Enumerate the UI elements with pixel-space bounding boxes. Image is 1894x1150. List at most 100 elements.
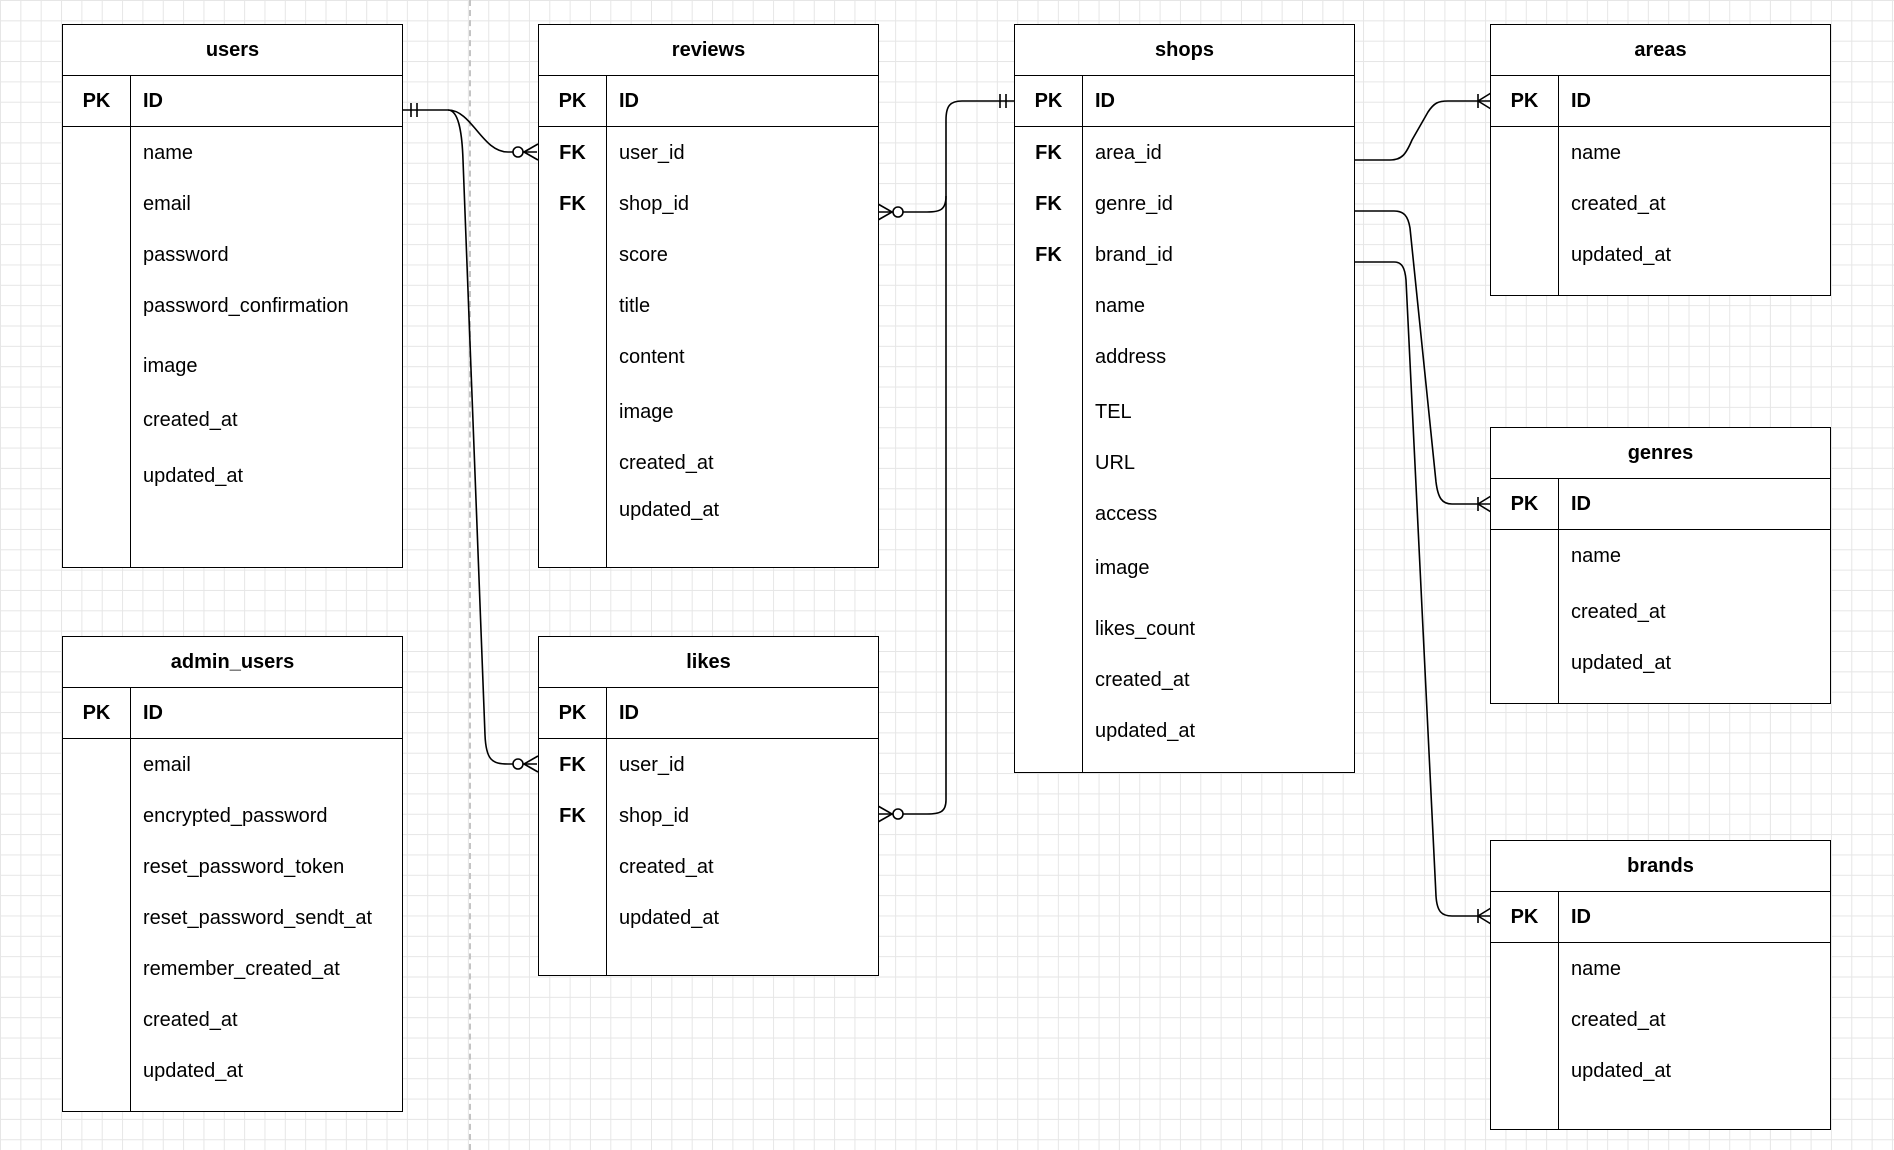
fk-label: FK — [1035, 244, 1062, 266]
field-row: password_confirmation — [143, 295, 349, 317]
entity-reviews[interactable]: reviews PK ID FK user_id FK shop_id scor… — [538, 24, 879, 568]
cardinality-zero-many-likes-shop — [877, 805, 904, 823]
field-row: email — [143, 754, 191, 776]
rel-shops-reviews — [878, 100, 1015, 213]
field-row: created_at — [1571, 601, 1666, 623]
cardinality-one-many-areas — [1477, 92, 1492, 110]
key-column-divider — [130, 76, 131, 567]
field-row: updated_at — [619, 907, 720, 929]
entity-title: genres — [1491, 428, 1830, 479]
field-row: TEL — [1095, 401, 1132, 423]
entity-areas[interactable]: areas PK ID name created_at updated_at — [1490, 24, 1831, 296]
field-row: created_at — [1571, 1009, 1666, 1031]
field-row: access — [1095, 503, 1158, 525]
pk-label: PK — [558, 702, 587, 724]
cardinality-one-many-genres — [1477, 495, 1492, 513]
pk-field: ID — [143, 90, 163, 112]
field-row: title — [619, 295, 651, 317]
field-row: genre_id — [1095, 193, 1173, 215]
field-row: created_at — [143, 409, 238, 431]
pk-row: PK ID — [1015, 76, 1354, 127]
pk-row: PK ID — [1491, 76, 1830, 127]
entity-users[interactable]: users PK ID name email password password… — [62, 24, 403, 568]
cardinality-zero-many-reviews-user — [512, 143, 539, 161]
rel-shops-likes — [878, 196, 947, 815]
field-row: score — [619, 244, 668, 266]
key-column-divider — [1558, 892, 1559, 1129]
field-row: email — [143, 193, 191, 215]
field-row: image — [1095, 557, 1150, 579]
pk-field: ID — [1571, 906, 1591, 928]
field-row: created_at — [143, 1009, 238, 1031]
field-row: name — [1095, 295, 1146, 317]
key-column-divider — [1082, 76, 1083, 772]
pk-label: PK — [1034, 90, 1063, 112]
rel-users-likes — [447, 109, 537, 765]
pk-row: PK ID — [1491, 892, 1830, 943]
entity-title: brands — [1491, 841, 1830, 892]
fk-label: FK — [1035, 142, 1062, 164]
field-row: remember_created_at — [143, 958, 340, 980]
fk-label: FK — [1035, 193, 1062, 215]
pk-label: PK — [82, 90, 111, 112]
field-row: image — [143, 355, 198, 377]
fk-label: FK — [559, 193, 586, 215]
field-row: updated_at — [1571, 244, 1672, 266]
field-row: password — [143, 244, 229, 266]
key-column-divider — [606, 688, 607, 975]
field-row: updated_at — [1571, 652, 1672, 674]
field-row: created_at — [1095, 669, 1190, 691]
field-row: URL — [1095, 452, 1136, 474]
entity-brands[interactable]: brands PK ID name created_at updated_at — [1490, 840, 1831, 1130]
entity-title: likes — [539, 637, 878, 688]
field-row: name — [143, 142, 194, 164]
page-break-divider — [469, 0, 471, 1150]
field-row: updated_at — [1571, 1060, 1672, 1082]
pk-label: PK — [82, 702, 111, 724]
field-row: content — [619, 346, 685, 368]
entity-admin-users[interactable]: admin_users PK ID email encrypted_passwo… — [62, 636, 403, 1112]
entity-shops[interactable]: shops PK ID FK area_id FK genre_id FK br… — [1014, 24, 1355, 773]
field-row: name — [1571, 142, 1622, 164]
field-row: name — [1571, 958, 1622, 980]
field-row: user_id — [619, 142, 685, 164]
pk-row: PK ID — [63, 76, 402, 127]
pk-label: PK — [1510, 493, 1539, 515]
key-column-divider — [1558, 76, 1559, 295]
rel-shops-genres — [1355, 210, 1490, 505]
key-column-divider — [606, 76, 607, 567]
cardinality-zero-many-reviews-shop — [877, 203, 904, 221]
field-row: image — [619, 401, 674, 423]
pk-field: ID — [619, 90, 639, 112]
field-row: updated_at — [1095, 720, 1196, 742]
entity-title: users — [63, 25, 402, 76]
field-row: shop_id — [619, 805, 690, 827]
pk-label: PK — [1510, 906, 1539, 928]
field-row: updated_at — [619, 499, 720, 521]
pk-row: PK ID — [539, 76, 878, 127]
rel-shops-brands — [1355, 261, 1490, 917]
entity-likes[interactable]: likes PK ID FK user_id FK shop_id create… — [538, 636, 879, 976]
field-row: reset_password_sendt_at — [143, 907, 373, 929]
field-row: encrypted_password — [143, 805, 328, 827]
pk-field: ID — [143, 702, 163, 724]
entity-title: areas — [1491, 25, 1830, 76]
field-row: reset_password_token — [143, 856, 345, 878]
field-row: user_id — [619, 754, 685, 776]
entity-genres[interactable]: genres PK ID name created_at updated_at — [1490, 427, 1831, 704]
entity-title: shops — [1015, 25, 1354, 76]
fk-label: FK — [559, 754, 586, 776]
rel-shops-areas — [1355, 100, 1490, 161]
field-row: created_at — [619, 856, 714, 878]
pk-row: PK ID — [539, 688, 878, 739]
cardinality-one-many-brands — [1477, 907, 1492, 925]
pk-row: PK ID — [1491, 479, 1830, 530]
field-row: shop_id — [619, 193, 690, 215]
key-column-divider — [130, 688, 131, 1111]
entity-title: reviews — [539, 25, 878, 76]
pk-field: ID — [1571, 90, 1591, 112]
field-row: address — [1095, 346, 1167, 368]
fk-label: FK — [559, 142, 586, 164]
